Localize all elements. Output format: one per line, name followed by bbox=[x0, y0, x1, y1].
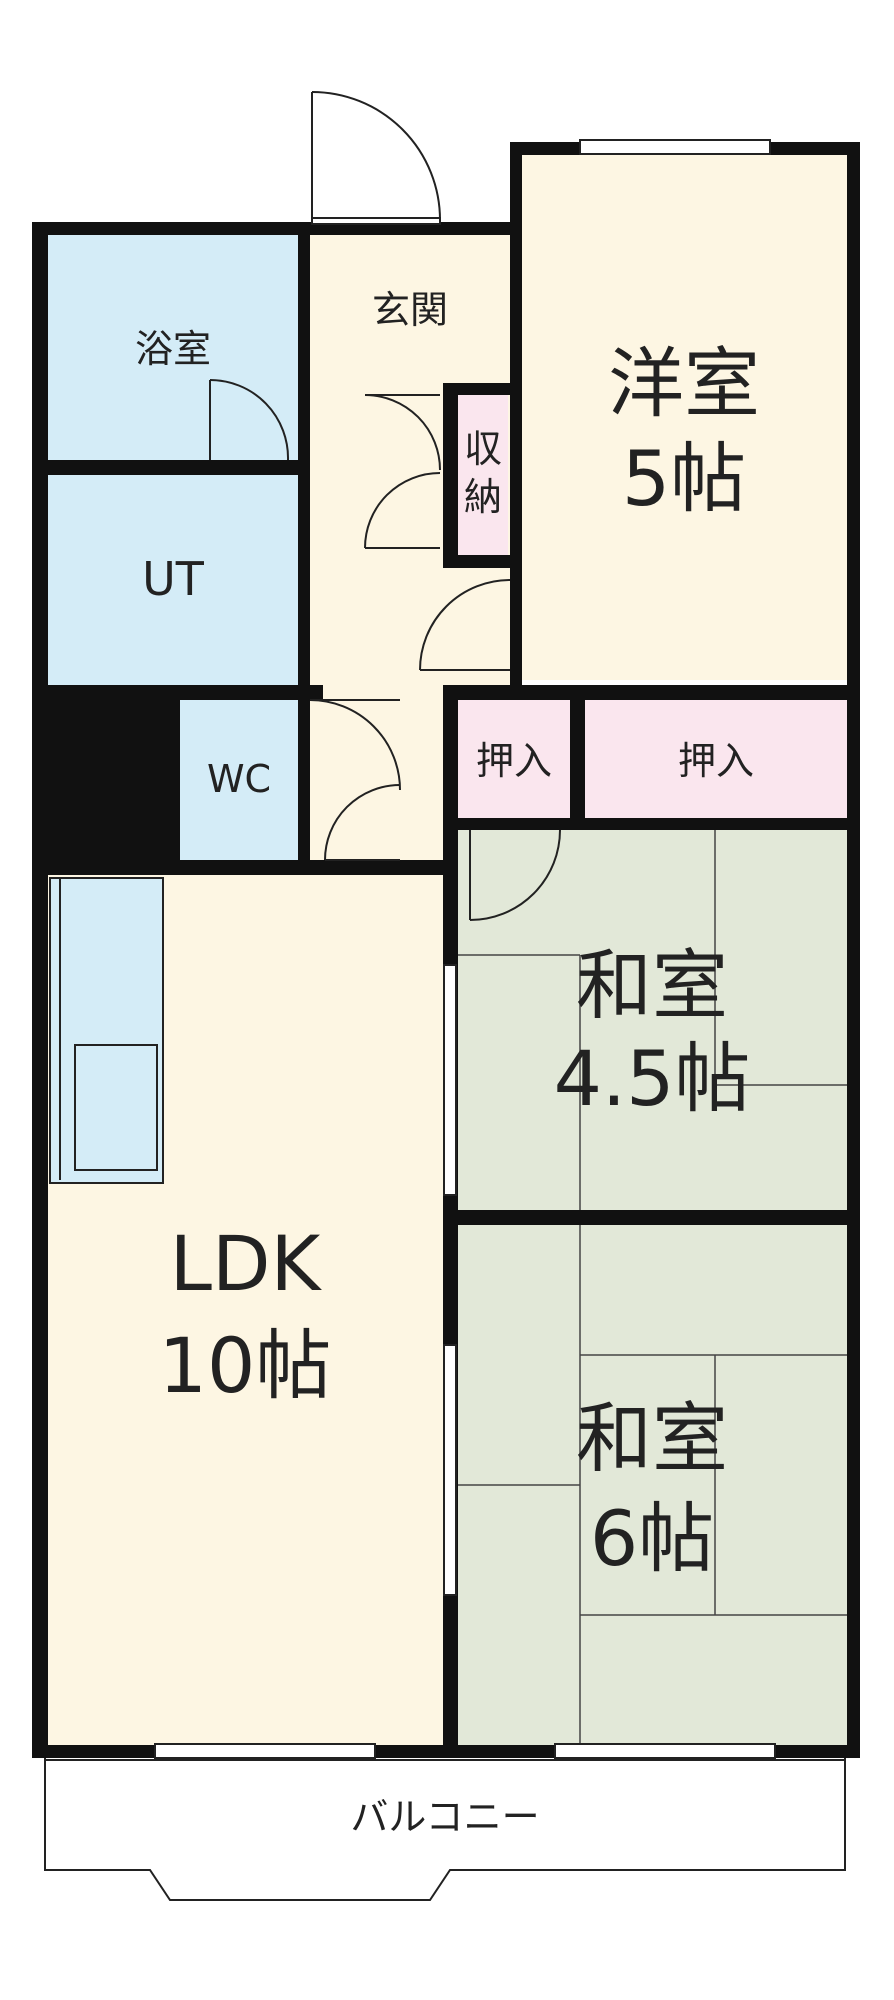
bath-label: 浴室 bbox=[135, 327, 211, 371]
entrance-label: 玄関 bbox=[372, 288, 448, 332]
closet-left-label: 押入 bbox=[476, 739, 552, 783]
western-room bbox=[522, 155, 847, 680]
balcony-outline bbox=[44, 1749, 846, 1901]
japanese-room-a-name: 和室 bbox=[576, 941, 728, 1030]
utility-room bbox=[48, 475, 298, 685]
ldk-name: LDK bbox=[170, 1219, 323, 1308]
japanese-room-4-5 bbox=[458, 830, 847, 1210]
toilet-room bbox=[180, 700, 298, 860]
wc-label: WC bbox=[207, 757, 271, 801]
windows bbox=[154, 139, 776, 1759]
western-room-name: 洋室 bbox=[608, 339, 760, 428]
tatami-lines-6 bbox=[458, 1225, 847, 1745]
closet-right bbox=[585, 700, 847, 818]
ut-label: UT bbox=[142, 552, 205, 606]
doors bbox=[209, 91, 561, 921]
tatami-lines-4-5 bbox=[458, 830, 847, 1210]
storage-closet bbox=[458, 395, 508, 555]
balcony-label: バルコニー bbox=[350, 1795, 539, 1839]
storage-label-2: 納 bbox=[464, 475, 502, 519]
bathroom bbox=[48, 235, 298, 460]
japanese-room-b-size: 6帖 bbox=[590, 1494, 714, 1583]
closet-left bbox=[458, 700, 570, 818]
kitchen-counter bbox=[49, 877, 164, 1184]
ldk-size: 10帖 bbox=[159, 1321, 332, 1410]
japanese-room-b-name: 和室 bbox=[576, 1394, 728, 1483]
storage-label-1: 収 bbox=[464, 427, 502, 471]
western-room-size: 5帖 bbox=[622, 434, 746, 523]
japanese-room-a-size: 4.5帖 bbox=[554, 1034, 751, 1123]
kitchen-sink bbox=[74, 1044, 158, 1171]
closet-right-label: 押入 bbox=[678, 739, 754, 783]
